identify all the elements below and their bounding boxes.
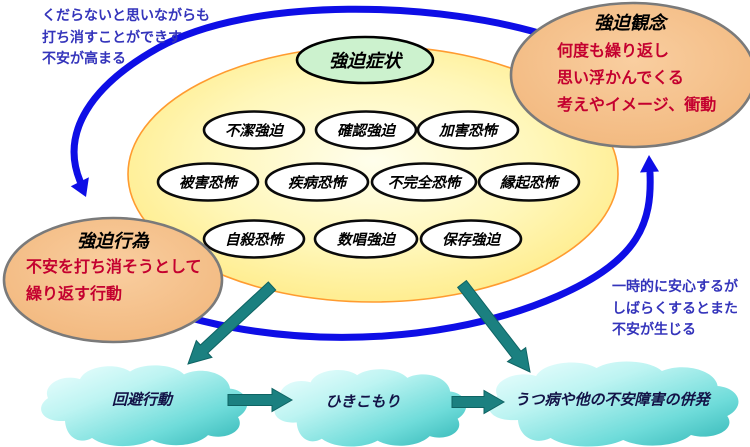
diagram-title: 強迫症状 bbox=[329, 51, 401, 71]
withdrawal-cloud-label: ひきこもり bbox=[325, 393, 401, 411]
flow-arrow-cloud2-to-cloud3 bbox=[451, 389, 506, 415]
cycle-arrow-top-head bbox=[70, 177, 89, 197]
symptom-ellipse bbox=[314, 110, 418, 150]
flow-arrows bbox=[187, 279, 531, 415]
obsession-ellipse bbox=[509, 1, 750, 149]
note-right-line: 不安が生じる bbox=[612, 321, 696, 337]
symptom-ellipse bbox=[477, 162, 581, 202]
symptom-label: 不完全恐怖 bbox=[387, 175, 461, 192]
symptom-label: 数唱強迫 bbox=[337, 232, 395, 249]
note-top-left-line: くだらないと思いながらも bbox=[42, 7, 210, 23]
compulsion-ellipse bbox=[2, 216, 224, 344]
symptoms-title-ellipse bbox=[295, 35, 435, 85]
symptom-ellipse bbox=[416, 110, 520, 150]
obsession-description-line: 何度も繰り返し bbox=[557, 43, 670, 60]
compulsion-description-line: 不安を打ち消そうとして bbox=[26, 259, 202, 276]
flow-arrow-cloud1-to-cloud2 bbox=[227, 387, 294, 413]
compulsion-title: 強迫行為 bbox=[77, 231, 149, 251]
note-top-left: くだらないと思いながらも 打ち消すことができす 不安が高まる bbox=[42, 5, 210, 70]
obsession-description-line: 思い浮かんでくる bbox=[557, 70, 684, 87]
note-right-line: しばらくするとまた bbox=[612, 299, 738, 316]
symptom-label: 自殺恐怖 bbox=[225, 232, 283, 249]
symptom-label: 保存強迫 bbox=[442, 232, 500, 249]
obsession-title: 強迫観念 bbox=[594, 13, 666, 33]
symptom-ellipse bbox=[202, 110, 306, 150]
cycle-arrow-top bbox=[70, 5, 559, 185]
symptom-label: 不潔強迫 bbox=[225, 123, 283, 140]
symptom-ellipse bbox=[419, 219, 523, 259]
cycle-arrow-bottom-head bbox=[640, 155, 659, 173]
avoidance-cloud-label: 回避行動 bbox=[111, 391, 173, 409]
symptom-ellipse bbox=[370, 162, 478, 202]
comorbidity-cloud-label: うつ病や他の不安障害の併発 bbox=[514, 391, 710, 409]
symptom-ellipse bbox=[156, 162, 260, 202]
compulsion-description-line: 繰り返す行動 bbox=[26, 286, 123, 303]
flow-arrow-down-left bbox=[187, 281, 277, 365]
note-top-left-line: 不安が高まる bbox=[42, 50, 126, 66]
symptom-label: 疾病恐怖 bbox=[288, 175, 346, 192]
symptom-ellipse bbox=[264, 162, 370, 202]
note-right-line: 一時的に安心するが bbox=[612, 278, 738, 294]
note-top-left-line: 打ち消すことができす bbox=[42, 28, 182, 45]
symptom-ellipse bbox=[313, 219, 419, 259]
note-right: 一時的に安心するが しばらくするとまた 不安が生じる bbox=[612, 276, 738, 341]
symptom-label: 確認強迫 bbox=[337, 123, 395, 140]
symptom-label: 加害恐怖 bbox=[439, 123, 497, 140]
flow-arrow-down-right bbox=[457, 279, 531, 373]
symptom-label: 被害恐怖 bbox=[179, 175, 237, 192]
symptom-label: 縁起恐怖 bbox=[500, 175, 558, 192]
compulsion-description: 不安を打ち消そうとして 繰り返す行動 bbox=[26, 254, 202, 308]
obsession-description: 何度も繰り返し 思い浮かんでくる 考えやイメージ、衝動 bbox=[557, 38, 716, 119]
obsession-description-line: 考えやイメージ、衝動 bbox=[557, 97, 717, 114]
symptom-ellipse bbox=[202, 219, 306, 259]
symptom-ellipse-group bbox=[156, 110, 581, 259]
